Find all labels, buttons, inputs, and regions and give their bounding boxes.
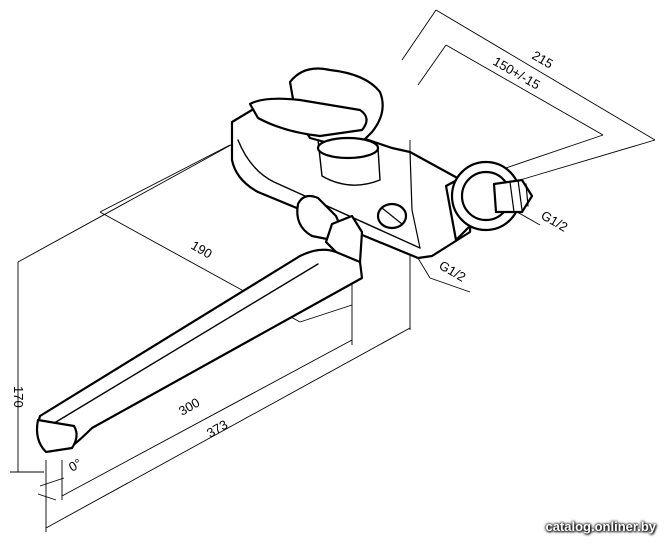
outlet-thread-label: G1/2: [437, 258, 469, 285]
angle-label: 0°: [66, 455, 84, 474]
dimension-190: 190: [189, 238, 215, 262]
dimension-170: 170: [11, 386, 26, 408]
faucet-body: [35, 67, 534, 454]
watermark: catalog.onliner.by: [545, 519, 656, 534]
inlet-thread-label: G1/2: [539, 208, 571, 235]
dimension-300: 300: [176, 395, 202, 419]
dimension-373: 373: [204, 417, 230, 441]
